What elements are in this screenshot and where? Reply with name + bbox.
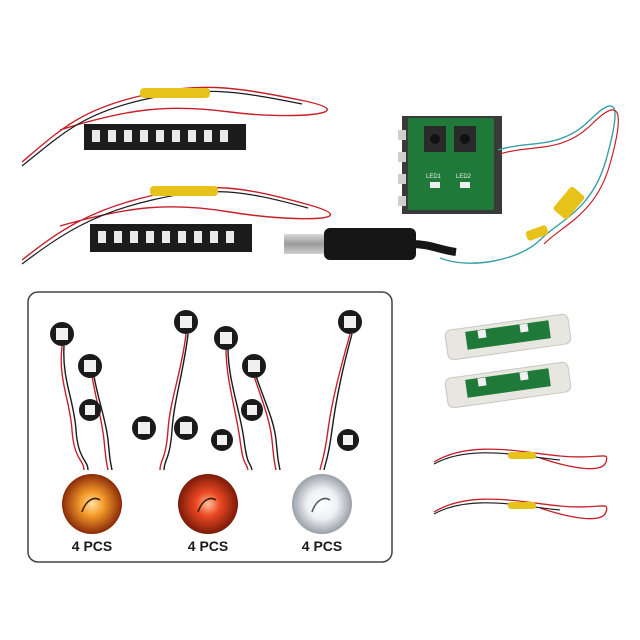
light-bar-upper [444,313,572,361]
orange-quantity-label: 4 PCS [71,538,113,554]
white-quantity-label: 4 PCS [301,538,343,554]
led-strip-middle [21,186,332,265]
led-strip-top [21,86,328,167]
led-disc-boards [50,310,362,451]
single-led-modules [60,333,353,471]
control-board: LED1 LED2 [398,105,619,264]
orange-glow-swatch [62,474,122,534]
usb-plug [284,228,457,260]
white-glow-swatch [292,474,352,534]
wire-loops [433,448,608,520]
red-glow-swatch [178,474,238,534]
pcb-label-led1: LED1 [426,174,442,180]
light-bar-lower [444,361,572,409]
pcb-label-led2: LED2 [456,174,472,180]
red-quantity-label: 4 PCS [187,538,229,554]
